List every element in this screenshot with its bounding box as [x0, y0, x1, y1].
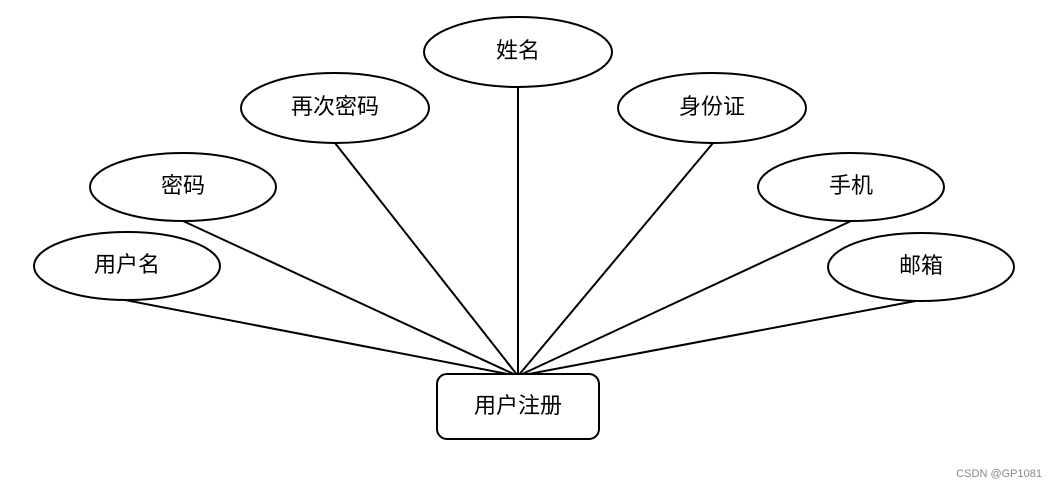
attribute-name: 姓名 — [423, 16, 613, 88]
watermark: CSDN @GP1081 — [956, 468, 1042, 480]
entity-user-registration: 用户注册 — [436, 373, 600, 440]
attribute-ellipse — [827, 232, 1015, 302]
attribute-label: 手机 — [829, 174, 873, 199]
attribute-ellipse — [423, 16, 613, 88]
attribute-id-card: 身份证 — [617, 72, 807, 144]
attribute-phone: 手机 — [757, 152, 945, 222]
link-password — [182, 220, 519, 377]
attribute-password: 密码 — [89, 152, 277, 222]
attribute-email: 邮箱 — [827, 232, 1015, 302]
attribute-username: 用户名 — [33, 231, 221, 301]
link-confirm-password — [334, 142, 519, 377]
attribute-label: 用户名 — [94, 253, 160, 278]
entity-box — [436, 373, 600, 440]
attribute-label: 姓名 — [496, 39, 540, 64]
attribute-ellipse — [240, 72, 430, 144]
attribute-confirm-password: 再次密码 — [240, 72, 430, 144]
link-phone — [517, 220, 852, 377]
attribute-label: 邮箱 — [899, 254, 943, 279]
attribute-label: 再次密码 — [291, 95, 379, 120]
attribute-ellipse — [757, 152, 945, 222]
attribute-ellipse — [33, 231, 221, 301]
entity-label: 用户注册 — [474, 394, 562, 419]
attribute-ellipse — [89, 152, 277, 222]
link-id-card — [517, 142, 714, 377]
connector-lines — [124, 87, 922, 377]
attribute-label: 身份证 — [679, 95, 745, 120]
attribute-label: 密码 — [161, 174, 205, 199]
link-username — [124, 299, 519, 377]
link-email — [517, 299, 922, 377]
attribute-ellipse — [617, 72, 807, 144]
